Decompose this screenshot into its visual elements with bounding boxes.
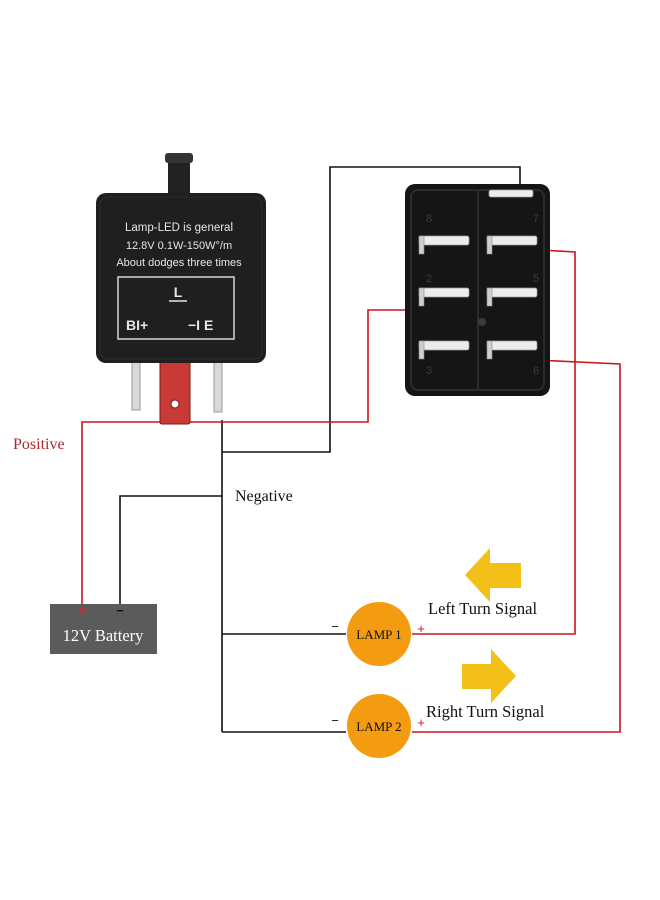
flasher-terminal-e: −I E <box>188 317 213 333</box>
flasher-spec-line3: About dodges three times <box>116 257 242 269</box>
lamp-1-plus: + <box>417 621 425 636</box>
negative-label: Negative <box>235 488 293 505</box>
wire-switch-to-lamp2 <box>412 355 621 733</box>
switch-pin-label-2: 2 <box>426 273 432 285</box>
switch-pin-label-5: 5 <box>533 273 539 285</box>
flasher-terminal-box <box>117 276 235 340</box>
black-wires <box>119 166 521 733</box>
switch-pin-6 <box>486 340 538 351</box>
switch-pin-2 <box>418 287 470 298</box>
switch-pin-1 <box>418 235 470 246</box>
switch-center-rivet <box>478 318 486 326</box>
lamp-2-bulb <box>347 694 411 758</box>
switch-pin-label-6: 6 <box>533 365 539 377</box>
flasher-spec-line1: Lamp-LED is general <box>125 222 233 234</box>
positive-label: Positive <box>13 436 65 453</box>
flasher-terminal-b: BI+ <box>126 317 148 333</box>
lamp-1-label: LAMP 1 <box>356 627 401 642</box>
right-turn-signal-label: Right Turn Signal <box>426 702 545 721</box>
switch-pin-3 <box>418 340 470 351</box>
switch-pin-7 <box>488 189 534 198</box>
rocker-switch: 8 7 2 5 3 6 <box>405 184 550 396</box>
flasher-relay: Lamp-LED is general 12.8V 0.1W-150W°/m A… <box>96 153 266 425</box>
arrow-left-icon <box>465 548 521 602</box>
lamp-2: LAMP 2 − + <box>331 694 425 758</box>
flasher-pin-middle <box>159 357 191 425</box>
wire-battery-negative <box>119 495 222 606</box>
lamp-2-plus: + <box>417 715 425 730</box>
left-turn-signal-label: Left Turn Signal <box>428 599 538 618</box>
battery-plus-terminal: + <box>78 603 86 618</box>
battery-minus-terminal: − <box>116 603 124 618</box>
lamp-1-minus: − <box>331 619 339 634</box>
wire-negative-to-switch <box>222 166 521 453</box>
lamp-1: LAMP 1 − + <box>331 602 425 666</box>
battery: + − 12V Battery <box>50 603 157 654</box>
switch-pin-5 <box>486 287 538 298</box>
switch-pin-label-3: 3 <box>426 365 432 377</box>
battery-label: 12V Battery <box>63 626 145 645</box>
switch-terminals <box>418 189 538 351</box>
flasher-spec-line2: 12.8V 0.1W-150W°/m <box>126 240 232 252</box>
arrow-right-icon <box>462 649 516 703</box>
lamp-1-bulb <box>347 602 411 666</box>
lamp-2-minus: − <box>331 713 339 728</box>
switch-pin-4 <box>486 235 538 246</box>
lamp-2-label: LAMP 2 <box>356 719 401 734</box>
wire-battery-positive <box>81 421 186 606</box>
battery-body <box>50 604 157 654</box>
flasher-terminal-l: L <box>174 284 183 300</box>
switch-pin-label-8: 8 <box>426 213 432 225</box>
switch-pin-label-7: 7 <box>533 213 539 225</box>
flasher-body <box>96 193 266 363</box>
flasher-knob <box>168 155 190 197</box>
